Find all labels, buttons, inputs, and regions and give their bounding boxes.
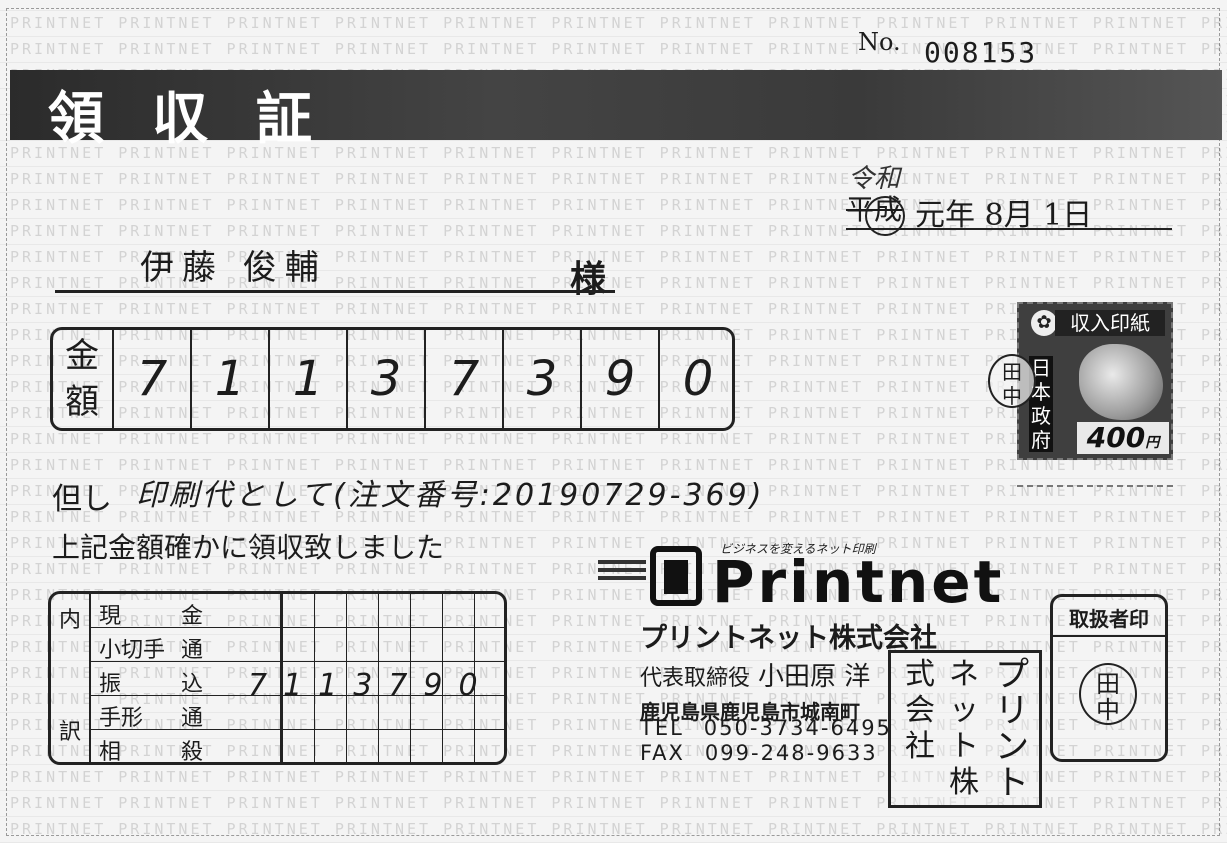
breakdown-header-bottom: 訳 [59, 720, 82, 745]
handler-seal: 田中 [1079, 663, 1137, 725]
amount-digit: 1 [190, 330, 268, 428]
tel-label: TEL [640, 716, 684, 740]
title-band [10, 70, 1222, 140]
amount-digit: 3 [502, 330, 580, 428]
pattern-line: PRINTNET PRINTNET PRINTNET PRINTNET PRIN… [10, 196, 1227, 214]
amount-label-bottom: 額 [65, 382, 99, 422]
pattern-line: PRINTNET PRINTNET PRINTNET PRINTNET PRIN… [10, 430, 1227, 448]
amount-digit: 3 [346, 330, 424, 428]
pattern-line: PRINTNET PRINTNET PRINTNET PRINTNET PRIN… [10, 144, 1227, 162]
revenue-stamp: ✿ 収入印紙 日本政府 400円 [1017, 302, 1173, 460]
amount-digit: 7 [112, 330, 190, 428]
confirmation-text: 上記金額確かに領収致しました [52, 531, 445, 564]
fax-number: 099-248-9633 [704, 741, 878, 765]
pattern-line: PRINTNET PRINTNET PRINTNET PRINTNET PRIN… [10, 820, 1227, 838]
chrysanthemum-icon: ✿ [1031, 310, 1057, 336]
company-seal: プ リ ン トネ ッ ト 株式 会 社 [888, 650, 1042, 808]
recipient-honorific: 様 [570, 258, 607, 300]
pattern-line: PRINTNET PRINTNET PRINTNET PRINTNET PRIN… [10, 508, 1227, 526]
rep-title: 代表取締役 [640, 666, 751, 691]
stamp-value: 400円 [1077, 422, 1169, 454]
pattern-line: PRINTNET PRINTNET PRINTNET PRINTNET PRIN… [10, 794, 1227, 812]
note-text: 印刷代として(注文番号:20190729-369) [136, 478, 765, 513]
pattern-line: PRINTNET PRINTNET PRINTNET PRINTNET PRIN… [10, 170, 1227, 188]
pattern-line: PRINTNET PRINTNET PRINTNET PRINTNET PRIN… [10, 14, 1227, 32]
stamp-cancel-seal: 田中 [988, 354, 1036, 408]
tel-number: 050-3734-6495 [703, 716, 892, 740]
breakdown-row: 小切手通 [89, 628, 504, 663]
stamp-bottom-rule [1017, 485, 1173, 488]
amount-digit: 0 [658, 330, 736, 428]
amount-label: 金 額 [60, 334, 104, 426]
breakdown-row-label: 現金 [99, 604, 203, 629]
logo-wordmark: Printnet [712, 548, 1005, 616]
company-tel: TEL 050-3734-6495 [640, 716, 892, 740]
logo-tagline: ビジネスを変えるネット印刷 [720, 542, 876, 556]
fax-label: FAX [640, 741, 685, 765]
pattern-line: PRINTNET PRINTNET PRINTNET PRINTNET PRIN… [10, 378, 1227, 396]
handler-divider [1053, 635, 1165, 637]
company-address: 鹿児島県鹿児島市城南町 [640, 700, 860, 724]
pattern-line: PRINTNET PRINTNET PRINTNET PRINTNET PRIN… [10, 274, 1227, 292]
printnet-logo-icon [650, 546, 702, 606]
breakdown-row-label: 振込 [99, 672, 203, 697]
amount-box [50, 327, 735, 431]
pattern-line: PRINTNET PRINTNET PRINTNET PRINTNET PRIN… [10, 768, 1227, 786]
serial-label: No. [858, 28, 901, 56]
recipient-underline [55, 290, 615, 293]
breakdown-header-top: 内 [59, 608, 82, 633]
pattern-line: PRINTNET PRINTNET PRINTNET PRINTNET PRIN… [10, 404, 1227, 422]
amount-digit: 1 [268, 330, 346, 428]
stamp-header: 収入印紙 [1055, 310, 1165, 336]
handler-label: 取扱者印 [1069, 607, 1149, 631]
date-text: 元年 8月 1日 [915, 198, 1093, 233]
pattern-line: PRINTNET PRINTNET PRINTNET PRINTNET PRIN… [10, 40, 1227, 58]
recipient-name: 伊藤 俊輔 [140, 248, 327, 288]
note-label: 但し [52, 482, 112, 517]
pattern-line: PRINTNET PRINTNET PRINTNET PRINTNET PRIN… [10, 300, 1227, 318]
speed-lines-icon [598, 560, 646, 590]
breakdown-row: 相殺 [89, 730, 504, 765]
handler-box: 取扱者印 田中 [1050, 594, 1168, 762]
receipt-title: 領収証 [48, 86, 360, 152]
amount-digit: 7 [424, 330, 502, 428]
company-name: プリントネット株式会社 [640, 623, 937, 654]
breakdown-row: 現金 [89, 594, 504, 629]
breakdown-row: 振込 [89, 662, 504, 697]
pattern-line: PRINTNET PRINTNET PRINTNET PRINTNET PRIN… [10, 222, 1227, 240]
pattern-line: PRINTNET PRINTNET PRINTNET PRINTNET PRIN… [10, 534, 1227, 552]
breakdown-row: 手形通 [89, 696, 504, 731]
amount-digit: 9 [580, 330, 658, 428]
pattern-line: PRINTNET PRINTNET PRINTNET PRINTNET PRIN… [10, 456, 1227, 474]
breakdown-row-label: 手形通 [99, 706, 203, 731]
date-underline [846, 228, 1172, 230]
cherry-blossom-icon [1079, 344, 1163, 420]
pattern-line: PRINTNET PRINTNET PRINTNET PRINTNET PRIN… [10, 248, 1227, 266]
amount-label-top: 金 [65, 336, 99, 376]
pattern-line: PRINTNET PRINTNET PRINTNET PRINTNET PRIN… [10, 326, 1227, 344]
correction-seal [865, 196, 905, 236]
representative: 代表取締役小田原 洋 [640, 656, 870, 693]
breakdown-row-label: 小切手通 [99, 638, 203, 663]
breakdown-row-label: 相殺 [99, 740, 203, 765]
cut-border [6, 8, 1220, 836]
breakdown-table: 内 訳 現金小切手通振込手形通相殺 [48, 591, 507, 765]
pattern-line: PRINTNET PRINTNET PRINTNET PRINTNET PRIN… [10, 352, 1227, 370]
transfer-amount: 7113790 [248, 668, 494, 703]
era-handwritten: 令和 [848, 164, 901, 194]
serial-number: 008153 [924, 36, 1038, 69]
company-fax: FAX 099-248-9633 [640, 741, 878, 765]
rep-name: 小田原 洋 [758, 662, 871, 692]
pattern-line: PRINTNET PRINTNET PRINTNET PRINTNET PRIN… [10, 482, 1227, 500]
breakdown-header: 内 訳 [51, 594, 91, 762]
